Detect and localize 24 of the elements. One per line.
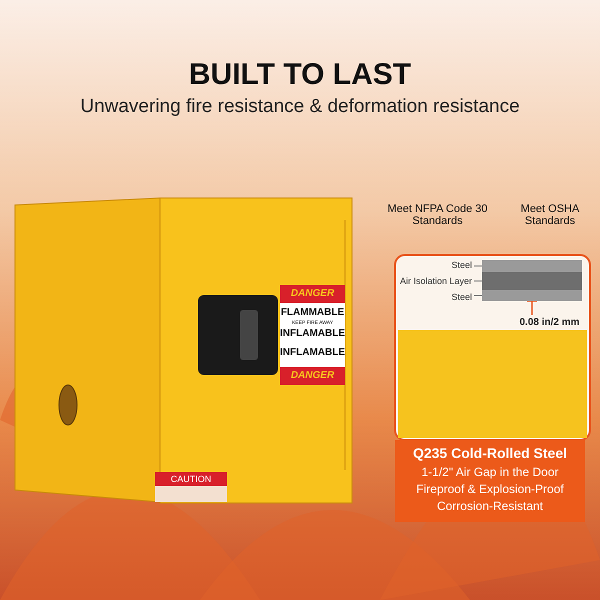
badge-caption: Meet OSHA Standards — [520, 203, 580, 227]
title: BUILT TO LAST — [188, 58, 412, 92]
feature-text: Fireproof & Explosion-Proof — [415, 482, 565, 496]
sign-text: DANGER — [290, 370, 336, 381]
layer-label: Steel — [392, 259, 472, 271]
layer-label: Steel — [392, 291, 472, 303]
material-layer — [482, 272, 582, 290]
subtitle: Unwavering fire resistance & deformation resistance — [79, 96, 521, 118]
feature-text: 1-1/2" Air Gap in the Door — [420, 465, 560, 479]
panel-heading: Q235 Cold-Rolled Steel — [412, 445, 568, 461]
layer-label: Air Isolation Layer — [392, 275, 472, 287]
dimension-text: 0.08 in/2 mm — [518, 317, 581, 328]
sign-text: DANGER — [290, 288, 336, 299]
sign-text: INFLAMABLE — [280, 328, 345, 339]
info-panel — [395, 440, 585, 522]
sign-text: INFLAMABLE — [280, 347, 345, 358]
feature-text: Corrosion-Resistant — [436, 499, 544, 513]
leader-line — [474, 295, 482, 296]
material-layer — [482, 290, 582, 301]
sign-text: FLAMMABLE — [280, 307, 345, 318]
leader-line — [474, 280, 482, 282]
material-layer — [482, 260, 582, 272]
sign-text: CAUTION — [170, 474, 212, 484]
badge-caption: Meet NFPA Code 30 Standards — [386, 203, 489, 227]
